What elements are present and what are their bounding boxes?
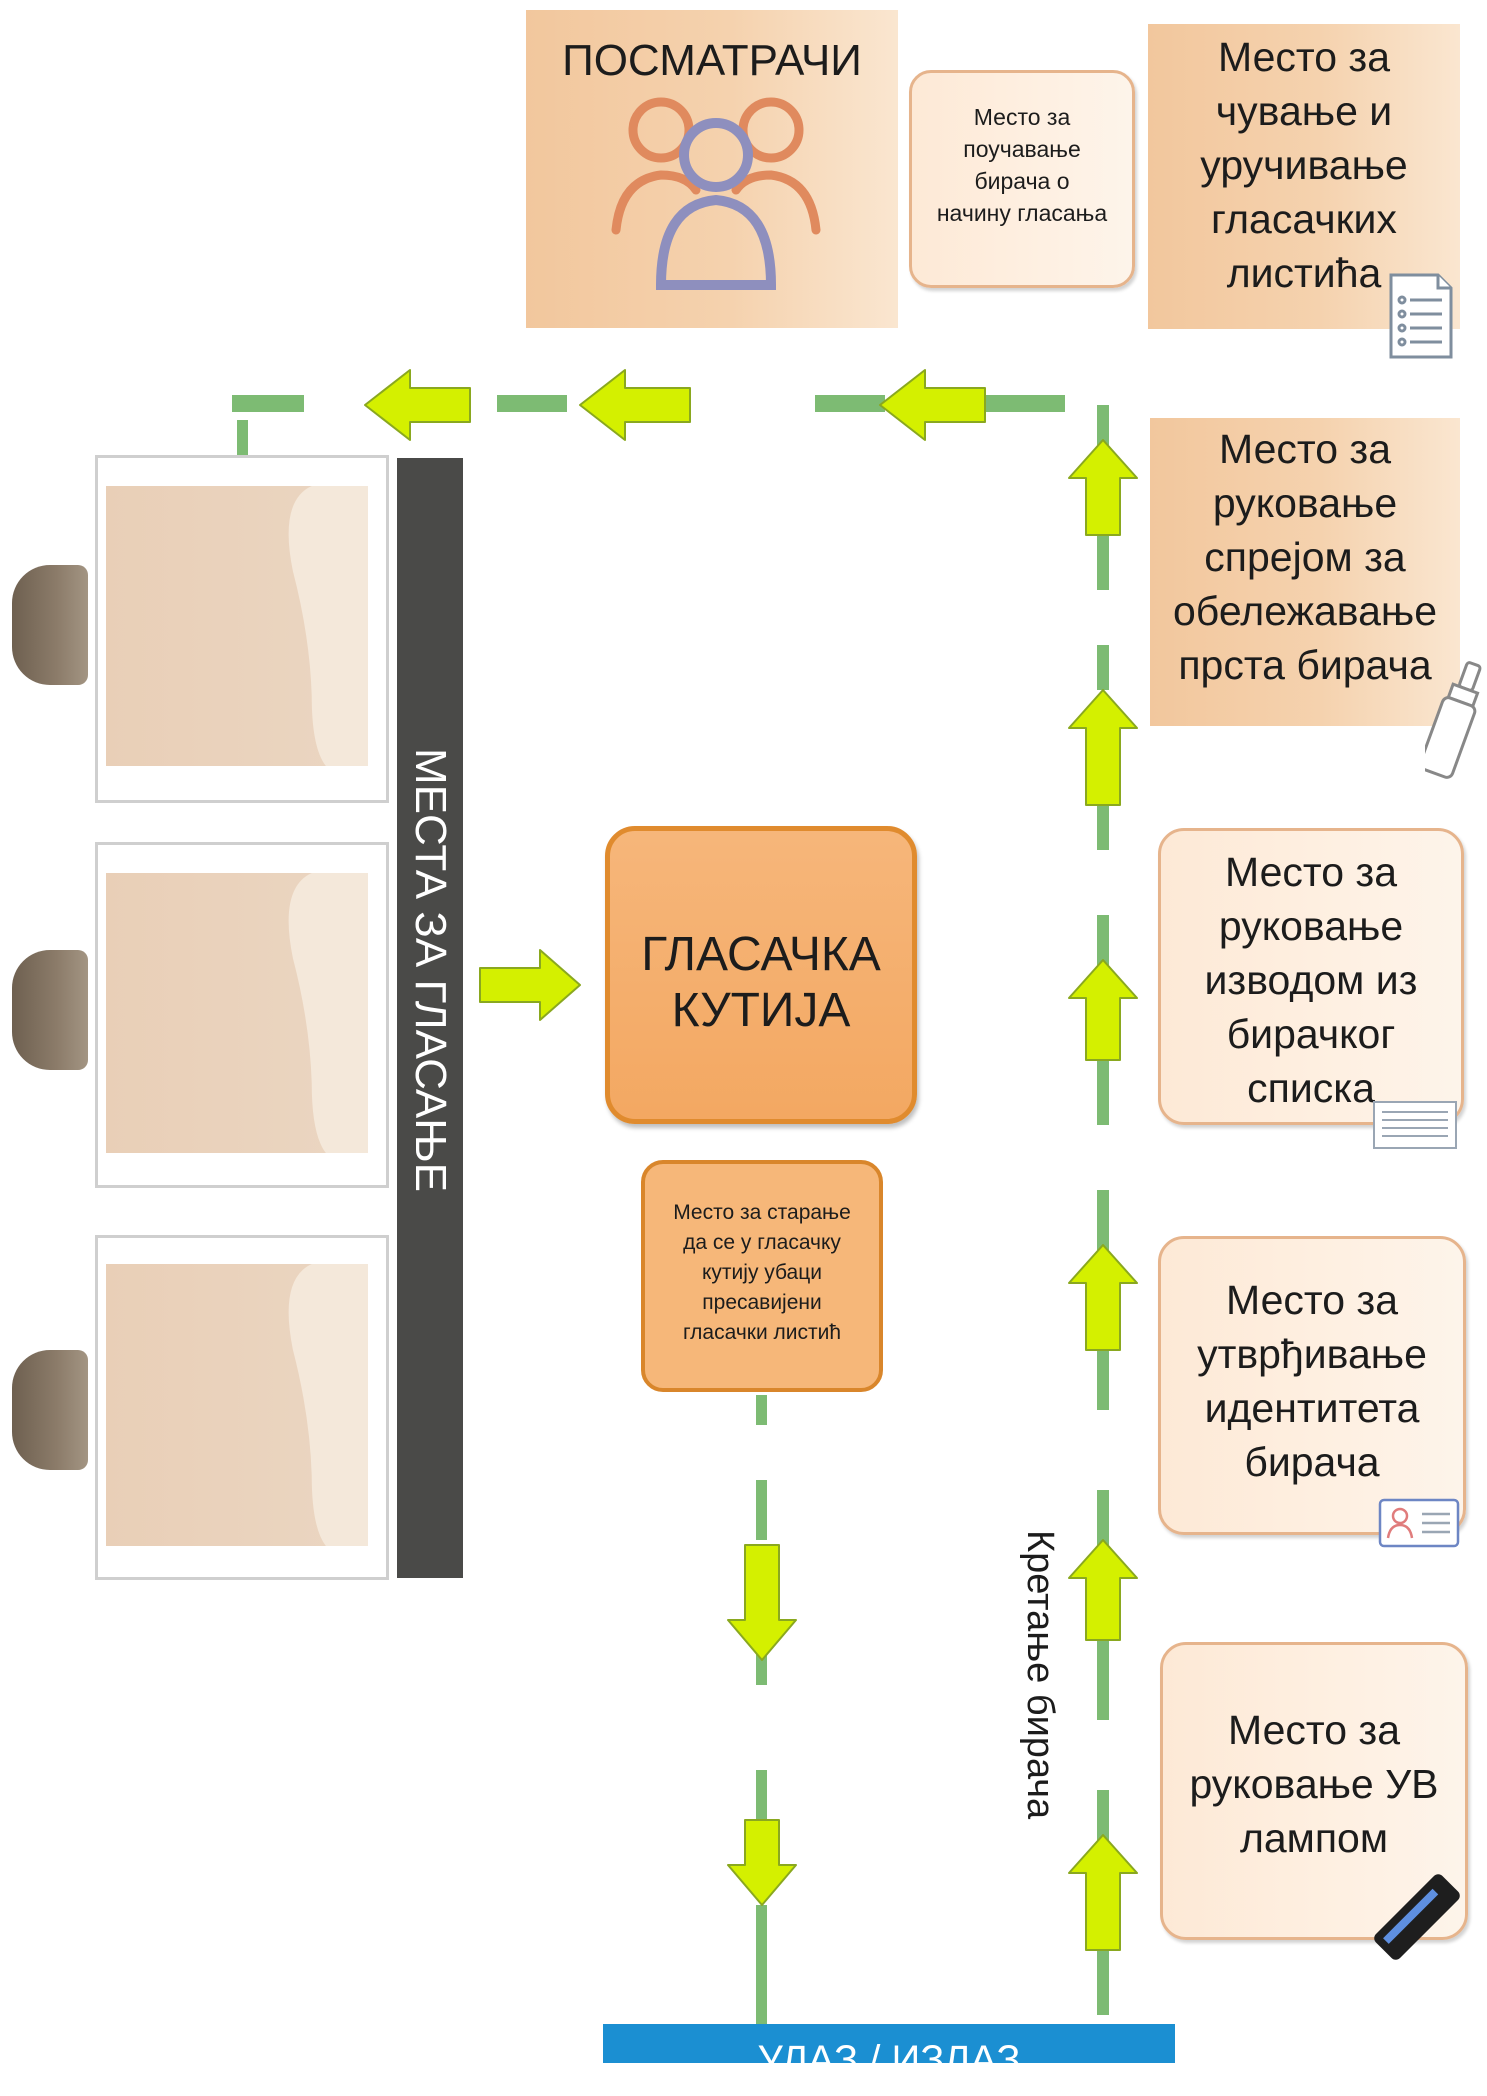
uv-lamp-station: Место за руковање УВ лампом (1160, 1642, 1468, 1940)
instruction-line-3: бирача о (974, 168, 1070, 194)
up-arrow (1068, 959, 1138, 1061)
identity-station: Место за утврђивање идентитета бирача (1158, 1236, 1466, 1535)
identity-line-3: идентитета (1204, 1385, 1420, 1431)
uv-lamp-line-3: лампом (1239, 1815, 1389, 1861)
instruction-line-2: поучавање (963, 136, 1081, 162)
entrance-exit-label: УЛАЗ / ИЗЛАЗ (757, 2038, 1021, 2082)
voter-list-line-3: изводом из (1204, 957, 1418, 1003)
ballots-line-3: уручивање (1200, 142, 1408, 188)
ballots-line-2: чување и (1215, 88, 1393, 134)
up-arrow (1068, 1244, 1138, 1351)
left-arrow (579, 369, 691, 441)
voting-places-bar: МЕСТА ЗА ГЛАСАЊЕ (397, 458, 463, 1578)
folding-line-2: да се у гласачку (683, 1231, 841, 1254)
up-arrow (1068, 1539, 1138, 1641)
spray-line-1: Место за (1218, 426, 1392, 472)
ballot-box-line-1: ГЛАСАЧКА (641, 928, 881, 981)
left-arrow (364, 369, 471, 441)
spray-line-2: руковање (1212, 480, 1398, 526)
entrance-exit-bar: УЛАЗ / ИЗЛАЗ (603, 2024, 1175, 2082)
booth-seat (12, 565, 88, 685)
top-path-dashes (232, 395, 1065, 412)
document-list-icon (1373, 1101, 1457, 1149)
ballots-line-1: Место за (1217, 34, 1391, 80)
ballots-line-5: листића (1226, 250, 1382, 296)
instruction-station: Место за поучавање бирача о начину гласа… (909, 70, 1135, 288)
booth-connector-dash (237, 420, 248, 460)
folding-line-4: пресавијени (702, 1291, 822, 1314)
voter-list-line-5: списка (1247, 1065, 1375, 1111)
voting-booth (95, 455, 389, 803)
ballot-box-line-2: КУТИЈА (671, 984, 851, 1037)
down-arrow (727, 1819, 797, 1906)
observers-label: ПОСМАТРАЧИ (562, 36, 862, 85)
voting-booth (95, 842, 389, 1188)
booth-seat (12, 1350, 88, 1470)
identity-line-4: бирача (1244, 1439, 1380, 1485)
booth-curve-decor (288, 1264, 368, 1546)
spray-line-5: прста бирача (1178, 642, 1432, 688)
voter-list-line-2: руковање (1218, 903, 1404, 949)
folding-line-3: кутију убаци (702, 1261, 822, 1284)
spray-bottle-icon (1425, 661, 1482, 779)
booth-seat (12, 950, 88, 1070)
up-arrow (1068, 439, 1138, 536)
right-arrow (479, 949, 581, 1021)
group-icon (611, 97, 821, 290)
ballots-line-4: гласачких (1211, 196, 1397, 242)
instruction-line-4: начину гласања (936, 200, 1108, 226)
booth-curve-decor (288, 486, 368, 766)
folding-line-5: гласачки листић (682, 1321, 842, 1344)
uv-lamp-line-2: руковање УВ (1189, 1761, 1439, 1807)
spray-station: Место за руковање спрејом за обележавање… (1150, 418, 1460, 726)
voting-places-label: МЕСТА ЗА ГЛАСАЊЕ (406, 748, 455, 1193)
voting-booth (95, 1235, 389, 1580)
observers-area: ПОСМАТРАЧИ (526, 10, 898, 328)
identity-line-1: Место за (1225, 1277, 1399, 1323)
voter-list-station: Место за руковање изводом из бирачког сп… (1158, 828, 1464, 1125)
instruction-line-1: Место за (973, 104, 1071, 130)
ballot-box: ГЛАСАЧКА КУТИЈА (605, 826, 917, 1124)
uv-lamp-line-1: Место за (1227, 1707, 1401, 1753)
voter-movement-label: Кретање бирача (1019, 1530, 1061, 1820)
voter-list-line-4: бирачког (1226, 1011, 1396, 1057)
down-arrow (727, 1544, 797, 1661)
right-path-dashes (1097, 405, 1109, 2015)
up-arrow (1068, 689, 1138, 806)
spray-line-3: спрејом за (1204, 534, 1406, 580)
folding-line-1: Место за старање (673, 1201, 851, 1224)
up-arrow (1068, 1834, 1138, 1951)
left-arrow (879, 369, 986, 441)
uv-lamp-icon (1374, 1874, 1460, 1960)
voter-list-line-1: Место за (1224, 849, 1398, 895)
booth-curve-decor (288, 873, 368, 1153)
checklist-icon (1389, 273, 1453, 359)
ballot-folding-station: Место за старање да се у гласачку кутију… (641, 1160, 883, 1392)
id-card-icon (1378, 1498, 1460, 1548)
identity-line-2: утврђивање (1197, 1331, 1427, 1377)
spray-line-4: обележавање (1173, 588, 1437, 634)
